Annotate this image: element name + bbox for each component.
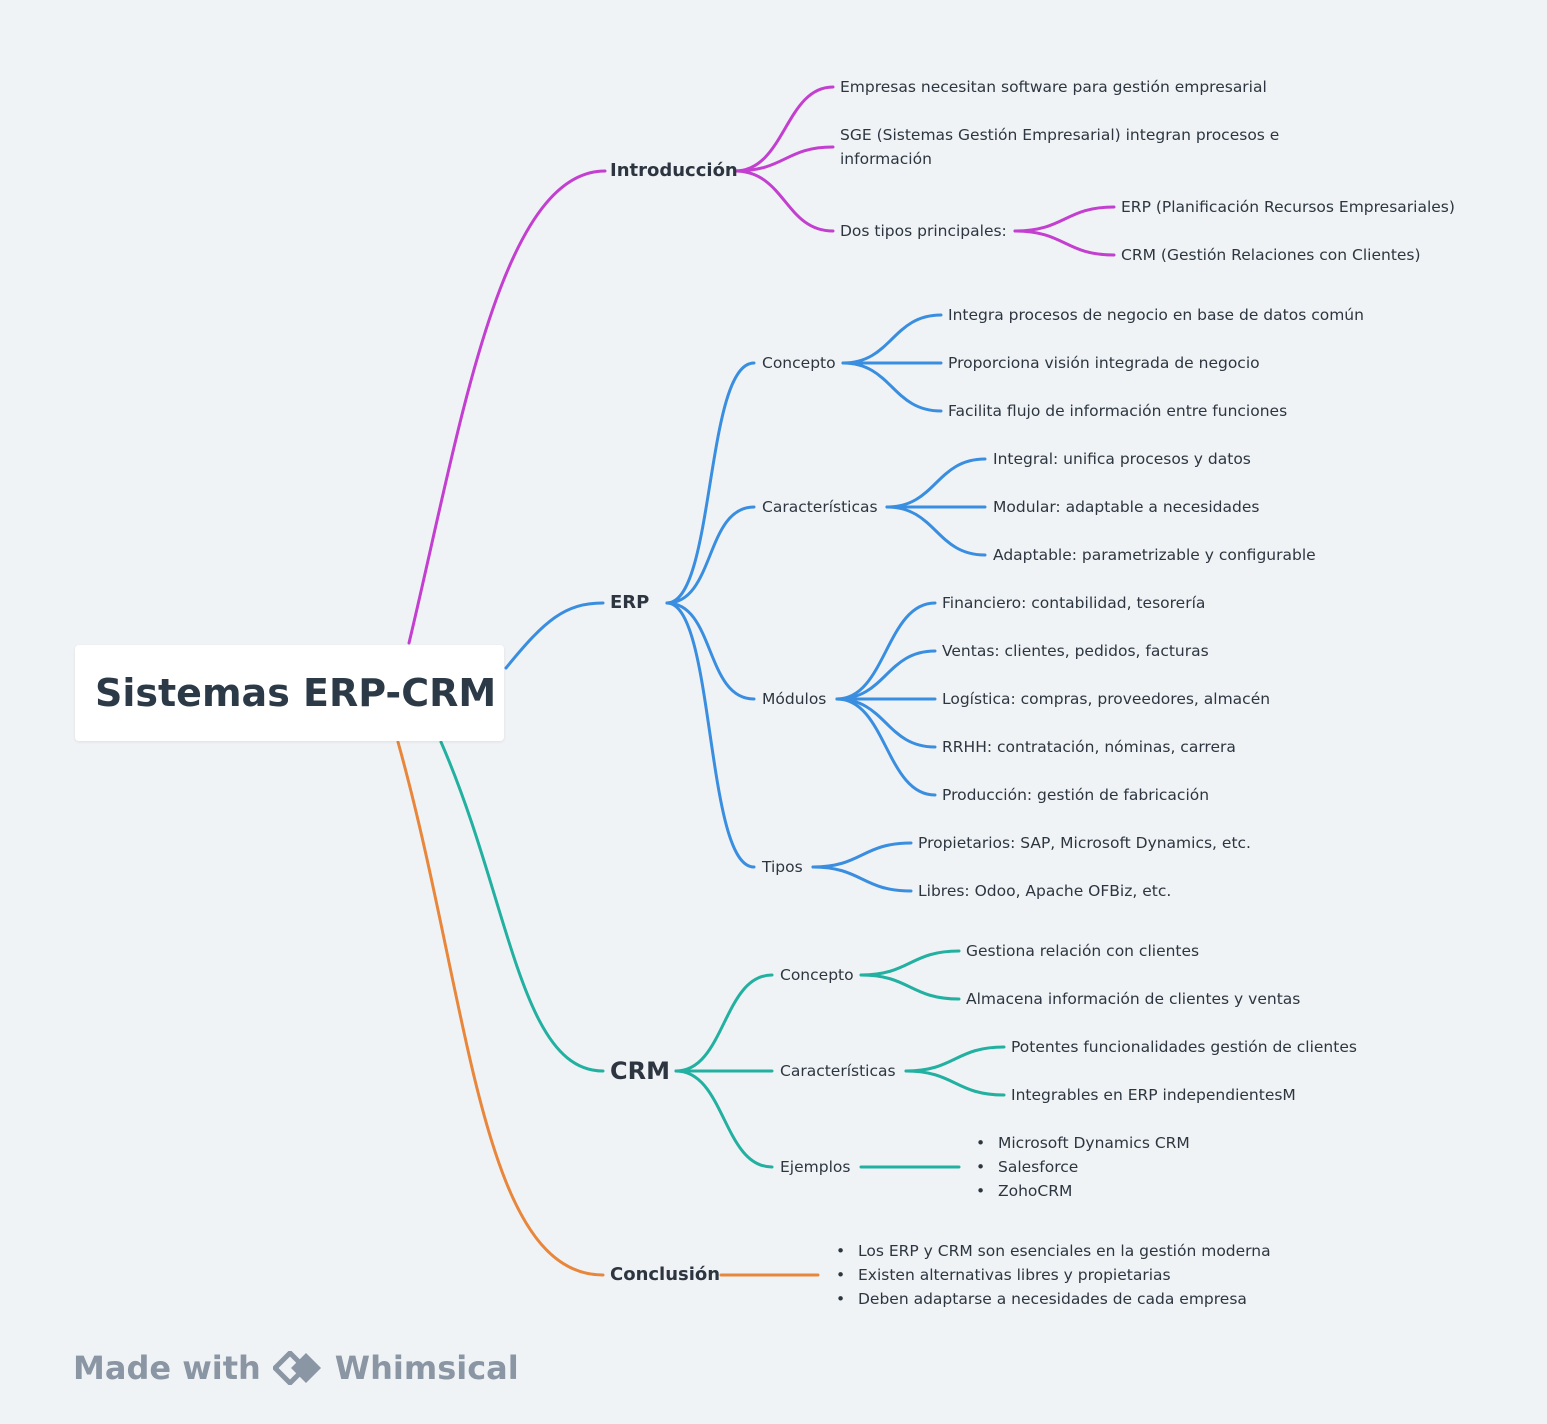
node-erp-modulo-ventas[interactable]: Ventas: clientes, pedidos, facturas — [942, 642, 1209, 660]
root-node-title: Sistemas ERP-CRM — [95, 671, 497, 715]
edge-erp-tipos-2 — [811, 865, 913, 893]
node-crm-ejemplos[interactable]: Ejemplos — [780, 1158, 851, 1176]
node-intro-empresas[interactable]: Empresas necesitan software para gestión… — [840, 78, 1267, 96]
whimsical-brand: Whimsical — [334, 1349, 519, 1387]
root-node-card[interactable] — [75, 645, 504, 741]
node-intro-tipo-erp[interactable]: ERP (Planificación Recursos Empresariale… — [1121, 198, 1455, 216]
made-with-footer[interactable]: Made with Whimsical — [73, 1346, 519, 1390]
edge-root-introduccion — [407, 169, 607, 645]
edge-erp-concepto — [665, 361, 756, 605]
node-crm-concepto-2[interactable]: Almacena información de clientes y venta… — [966, 990, 1301, 1008]
edge-tipos-crm — [1013, 229, 1116, 257]
node-erp-caract-1[interactable]: Integral: unifica procesos y datos — [993, 450, 1251, 468]
edge-root-crm — [439, 740, 605, 1073]
node-erp-modulos[interactable]: Módulos — [762, 690, 827, 708]
node-erp-modulo-produccion[interactable]: Producción: gestión de fabricación — [942, 786, 1210, 804]
node-erp-modulo-logistica[interactable]: Logística: compras, proveedores, almacén — [942, 690, 1271, 708]
node-erp[interactable]: ERP — [610, 592, 650, 613]
whimsical-logo-icon — [272, 1351, 321, 1385]
edge-erp-tipos — [665, 601, 756, 869]
node-introduccion[interactable]: Introducción — [610, 160, 738, 181]
edge-erp-modulos-4 — [835, 697, 937, 749]
edge-erp-caract-3 — [885, 505, 987, 557]
node-erp-concepto-1[interactable]: Integra procesos de negocio en base de d… — [948, 306, 1364, 324]
edge-erp-caracteristicas — [665, 505, 756, 605]
node-crm-ejemplo-2[interactable]: Salesforce — [976, 1155, 1078, 1179]
node-crm-concepto[interactable]: Concepto — [780, 966, 854, 984]
node-erp-modulo-financiero[interactable]: Financiero: contabilidad, tesorería — [942, 594, 1206, 612]
edge-intro-sge — [733, 145, 835, 173]
node-erp-caracteristicas[interactable]: Características — [762, 498, 878, 516]
edge-crm-concepto-1 — [859, 949, 961, 977]
node-conclusion-1[interactable]: Los ERP y CRM son esenciales en la gesti… — [836, 1239, 1271, 1263]
edge-crm-ejemplos — [674, 1069, 774, 1169]
edge-erp-modulos-2 — [835, 649, 937, 701]
edge-tipos-erp — [1013, 205, 1116, 233]
edge-root-erp — [504, 601, 605, 670]
node-erp-concepto[interactable]: Concepto — [762, 354, 836, 372]
node-crm-caract-1[interactable]: Potentes funcionalidades gestión de clie… — [1011, 1038, 1357, 1056]
edge-erp-tipos-1 — [811, 841, 913, 869]
node-conclusion[interactable]: Conclusión — [610, 1264, 721, 1285]
edge-erp-modulos-5 — [835, 697, 937, 797]
node-erp-tipos-propietarios[interactable]: Propietarios: SAP, Microsoft Dynamics, e… — [918, 834, 1251, 852]
edge-crm-caract-1 — [904, 1045, 1006, 1073]
edge-crm-concepto — [674, 973, 774, 1073]
edge-erp-concepto-1 — [841, 313, 943, 365]
edge-crm-caract-2 — [904, 1069, 1006, 1097]
edge-intro-empresas — [733, 85, 835, 173]
edge-erp-caract-1 — [885, 457, 987, 509]
node-crm[interactable]: CRM — [610, 1057, 670, 1085]
node-crm-ejemplo-1[interactable]: Microsoft Dynamics CRM — [976, 1131, 1190, 1155]
node-erp-tipos-libres[interactable]: Libres: Odoo, Apache OFBiz, etc. — [918, 882, 1172, 900]
node-crm-caracteristicas[interactable]: Características — [780, 1062, 896, 1080]
node-erp-concepto-2[interactable]: Proporciona visión integrada de negocio — [948, 354, 1260, 372]
edge-erp-modulos-1 — [835, 601, 937, 701]
node-crm-caract-2[interactable]: Integrables en ERP independientesM — [1011, 1086, 1296, 1104]
made-with-label: Made with — [73, 1349, 261, 1387]
node-conclusion-3[interactable]: Deben adaptarse a necesidades de cada em… — [836, 1287, 1247, 1311]
node-erp-tipos[interactable]: Tipos — [762, 858, 803, 876]
edge-intro-dos-tipos — [733, 169, 835, 233]
node-intro-tipo-crm[interactable]: CRM (Gestión Relaciones con Clientes) — [1121, 246, 1421, 264]
node-crm-ejemplo-3[interactable]: ZohoCRM — [976, 1179, 1072, 1203]
node-intro-dos-tipos[interactable]: Dos tipos principales: — [840, 222, 1007, 240]
node-intro-sge-line1[interactable]: SGE (Sistemas Gestión Empresarial) integ… — [840, 126, 1280, 144]
node-conclusion-2[interactable]: Existen alternativas libres y propietari… — [836, 1263, 1171, 1287]
node-intro-sge-line2[interactable]: información — [840, 150, 932, 168]
node-erp-caract-2[interactable]: Modular: adaptable a necesidades — [993, 498, 1260, 516]
node-erp-caract-3[interactable]: Adaptable: parametrizable y configurable — [993, 546, 1316, 564]
edge-crm-concepto-2 — [859, 973, 961, 1001]
edge-erp-concepto-3 — [841, 361, 943, 413]
edge-erp-modulos — [665, 601, 756, 701]
node-erp-modulo-rrhh[interactable]: RRHH: contratación, nóminas, carrera — [942, 738, 1236, 756]
edge-root-conclusion — [396, 740, 605, 1277]
node-erp-concepto-3[interactable]: Facilita flujo de información entre func… — [948, 402, 1288, 420]
node-crm-concepto-1[interactable]: Gestiona relación con clientes — [966, 942, 1200, 960]
